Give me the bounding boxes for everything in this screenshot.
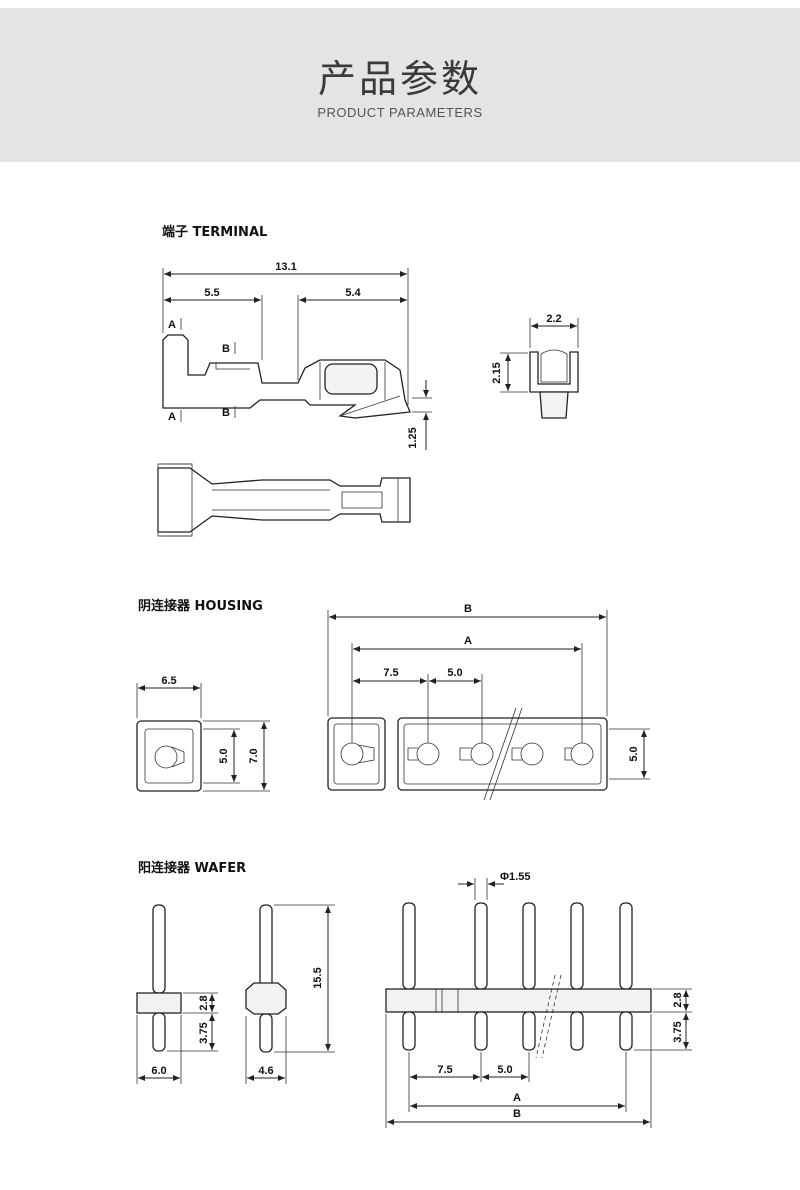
terminal-mark-b-top: B <box>222 343 230 355</box>
housing-dim-inner: 5.0 <box>218 748 230 763</box>
terminal-dim-height: 1.25 <box>407 427 419 448</box>
housing-front-view: B A 7.5 5.0 5.0 <box>327 603 650 801</box>
wafer-dim-tail: 3.75 <box>198 1022 210 1043</box>
section-title-wafer: 阳连接器 WAFER <box>138 861 247 876</box>
housing-dim-b: B <box>464 603 472 615</box>
wafer-dim-pitch-first: 7.5 <box>437 1064 452 1076</box>
housing-dim-width: 6.5 <box>161 675 176 687</box>
terminal-mark-b-bottom: B <box>222 407 230 419</box>
housing-dim-pitch-first: 7.5 <box>383 667 398 679</box>
header-banner: 产品参数 PRODUCT PARAMETERS <box>0 8 800 162</box>
terminal-top-view <box>157 463 411 537</box>
wafer-side-view: 2.8 3.75 6.0 <box>136 904 218 1084</box>
wafer-dim-front-width: 4.6 <box>258 1065 273 1077</box>
wafer-dim-body-height: 2.8 <box>198 995 210 1010</box>
terminal-dimensions: 13.1 5.5 5.4 1.25 A A B B <box>162 261 432 450</box>
housing-dim-outer: 7.0 <box>248 748 260 763</box>
wafer-dim-a: A <box>513 1092 521 1104</box>
housing-dim-a: A <box>464 635 472 647</box>
wafer-pins-upper <box>402 902 633 990</box>
wafer-dim-pin-length: 15.5 <box>312 967 324 988</box>
page-title: 产品参数 <box>317 57 482 101</box>
wafer-top-view: Φ1.55 2.8 3.75 7.5 5.0 A B <box>385 871 692 1128</box>
terminal-side-view <box>162 334 411 419</box>
wafer-dim-tail-top: 3.75 <box>672 1021 684 1042</box>
wafer-dim-diameter: Φ1.55 <box>500 871 530 883</box>
terminal-end-view: 2.2 2.15 <box>491 313 579 419</box>
terminal-dim-left: 5.5 <box>204 287 219 299</box>
housing-dim-height: 5.0 <box>628 746 640 761</box>
wafer-dim-side-width: 6.0 <box>151 1065 166 1077</box>
housing-side-view: 6.5 5.0 7.0 <box>136 675 270 792</box>
section-title-terminal: 端子 TERMINAL <box>162 225 268 240</box>
terminal-mark-a-bottom: A <box>168 411 176 423</box>
wafer-pins-lower <box>402 1011 633 1051</box>
terminal-dim-end-width: 2.2 <box>546 313 561 325</box>
page-subtitle: PRODUCT PARAMETERS <box>317 105 483 120</box>
terminal-dim-end-height: 2.15 <box>491 362 503 383</box>
wafer-front-view: 15.5 4.6 <box>245 904 335 1084</box>
housing-dim-pitch: 5.0 <box>447 667 462 679</box>
wafer-dim-body-height-top: 2.8 <box>672 992 684 1007</box>
terminal-mark-a-top: A <box>168 319 176 331</box>
wafer-dim-pitch: 5.0 <box>497 1064 512 1076</box>
terminal-dim-right: 5.4 <box>345 287 361 299</box>
section-title-housing: 阴连接器 HOUSING <box>138 599 263 614</box>
terminal-dim-overall: 13.1 <box>275 261 296 273</box>
wafer-dim-b: B <box>513 1108 521 1120</box>
